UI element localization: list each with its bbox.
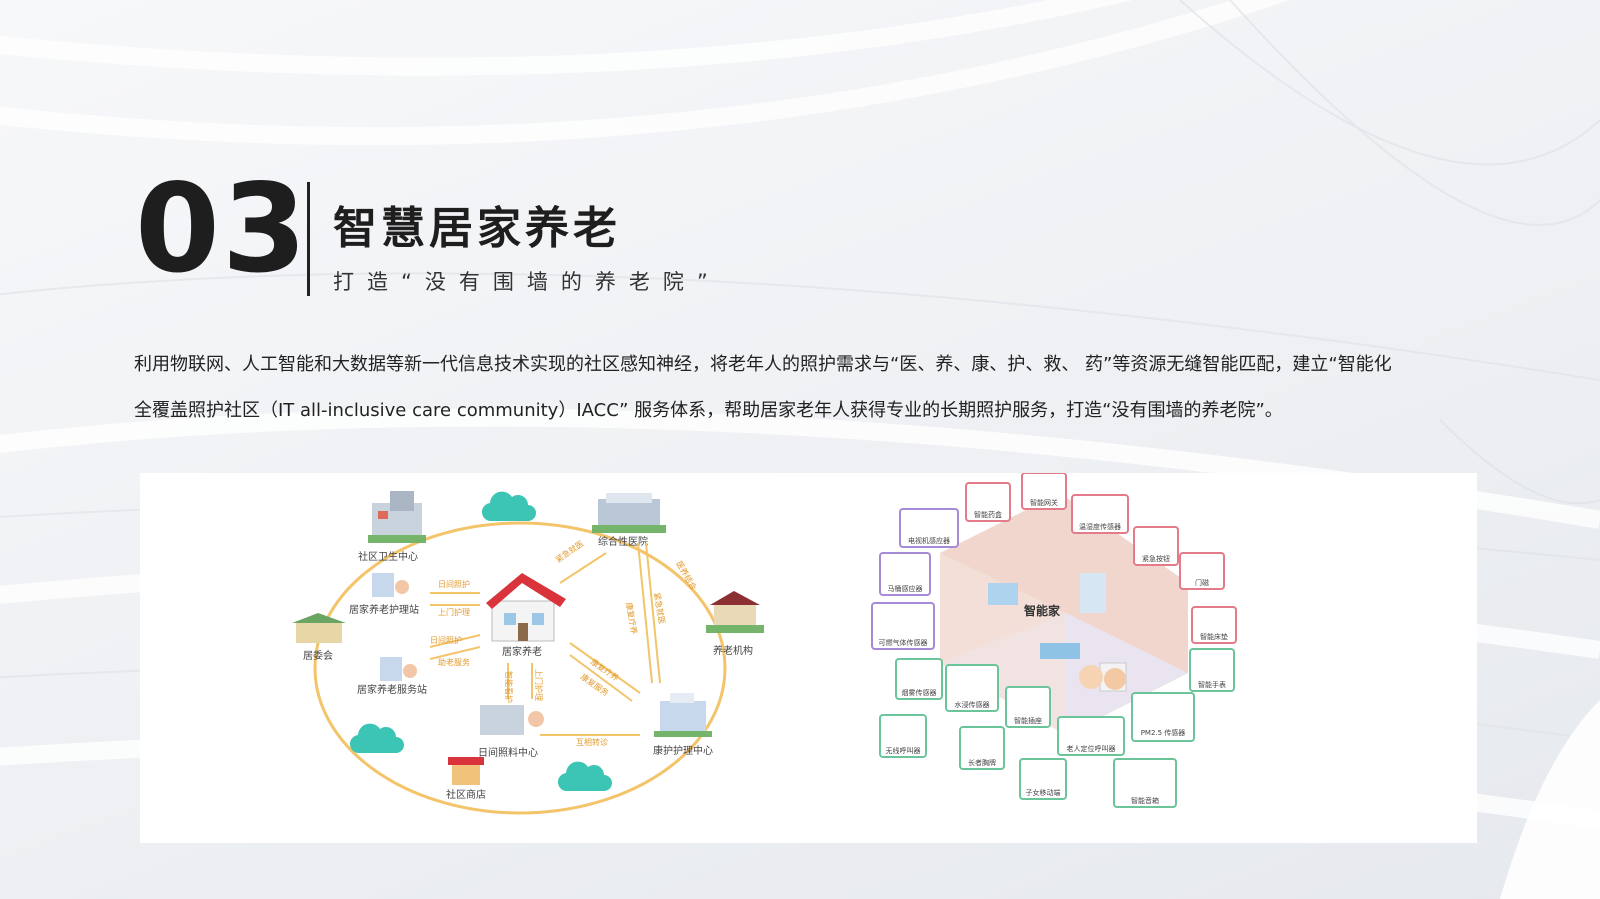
device-family-mobile: 子女移动端 <box>1019 758 1067 800</box>
center-label: 居家养老 <box>502 645 542 658</box>
rehab-center-icon <box>654 693 712 737</box>
svg-text:互相转诊: 互相转诊 <box>576 737 608 747</box>
svg-text:无线呼叫器: 无线呼叫器 <box>886 746 921 755</box>
diagram-panel: 居家养老 社区卫生中心 综合性医院 养老机构 <box>140 473 1477 843</box>
svg-text:日间照护: 日间照护 <box>430 635 462 645</box>
cloud-icon <box>557 761 612 792</box>
device-elder-badge: 长者胸牌 <box>959 726 1005 770</box>
care-ring <box>313 521 727 815</box>
cloud-icon <box>481 491 536 522</box>
device-tv-sensor: 电视机感应器 <box>899 508 959 548</box>
svg-text:紧急按钮: 紧急按钮 <box>1142 554 1170 563</box>
general-hospital-icon <box>592 493 666 533</box>
svg-text:长者胸牌: 长者胸牌 <box>968 758 996 767</box>
device-smart-speaker: 智能音箱 <box>1113 758 1177 808</box>
node-neighborhood: 居委会 <box>303 649 333 662</box>
cloud-icon <box>349 723 404 754</box>
node-rehab-center: 康护护理中心 <box>653 744 713 757</box>
svg-text:智能床垫: 智能床垫 <box>1200 632 1228 641</box>
svg-text:老人定位呼叫器: 老人定位呼叫器 <box>1067 744 1116 753</box>
svg-text:日间照护: 日间照护 <box>438 579 470 589</box>
smart-home-label: 智能家 <box>1023 603 1061 618</box>
home-care-house-icon <box>486 573 566 642</box>
node-general-hospital: 综合性医院 <box>598 535 648 548</box>
svg-text:康复疗养: 康复疗养 <box>624 602 639 635</box>
svg-text:可燃气体传感器: 可燃气体传感器 <box>879 638 928 647</box>
device-smart-watch: 智能手表 <box>1189 648 1235 692</box>
svg-text:马桶感应器: 马桶感应器 <box>888 584 923 593</box>
device-gas-sensor: 可燃气体传感器 <box>871 602 935 650</box>
svg-text:紧急就医: 紧急就医 <box>553 538 585 565</box>
svg-text:智能手表: 智能手表 <box>1198 680 1226 689</box>
svg-text:烟雾传感器: 烟雾传感器 <box>902 688 937 697</box>
svg-text:门磁: 门磁 <box>1195 578 1209 587</box>
svg-text:助老服务: 助老服务 <box>438 657 470 667</box>
device-toilet-sensor: 马桶感应器 <box>879 552 931 596</box>
svg-text:智能网关: 智能网关 <box>1030 498 1058 507</box>
page-subtitle: 打造“没有围墙的养老院” <box>333 270 721 294</box>
description: 利用物联网、人工智能和大数据等新一代信息技术实现的社区感知神经，将老年人的照护需… <box>134 342 1474 434</box>
node-community-shop: 社区商店 <box>446 788 486 801</box>
device-elder-locator: 老人定位呼叫器 <box>1057 716 1125 756</box>
svg-text:电视机感应器: 电视机感应器 <box>908 536 950 545</box>
svg-text:智能药盒: 智能药盒 <box>974 510 1002 519</box>
device-smart-mattress: 智能床垫 <box>1191 606 1237 644</box>
node-care-station: 居家养老护理站 <box>349 603 419 616</box>
day-care-icon <box>480 705 544 735</box>
device-water-sensor: 水浸传感器 <box>945 664 999 712</box>
description-line-2: 全覆盖照护社区（IT all-inclusive care community）… <box>134 400 1283 421</box>
svg-text:水浸传感器: 水浸传感器 <box>955 700 990 709</box>
smart-home-diagram: 智能家 智能药盒 智能网关 温湿度传感器 电视机感应器 紧急按钮 门磁 马桶感应… <box>871 473 1237 808</box>
device-pm25-sensor: PM2.5 传感器 <box>1131 692 1195 742</box>
device-smart-gateway: 智能网关 <box>1021 473 1067 510</box>
title-divider <box>307 182 310 296</box>
device-emergency-button: 紧急按钮 <box>1133 526 1179 566</box>
page-title: 智慧居家养老 <box>333 203 621 254</box>
care-station-icon <box>372 573 409 597</box>
link-labels: 日间照护 上门护理 日间照护 助老服务 紧急就医 医养结合 康复疗养 紧急就医 … <box>430 538 699 747</box>
community-care-diagram: 居家养老 社区卫生中心 综合性医院 养老机构 <box>292 491 764 815</box>
node-community-health: 社区卫生中心 <box>358 550 418 563</box>
node-service-station: 居家养老服务站 <box>357 683 427 696</box>
diagram-canvas: 居家养老 社区卫生中心 综合性医院 养老机构 <box>292 473 1237 815</box>
link-arrows <box>429 542 661 736</box>
svg-text:智能音箱: 智能音箱 <box>1131 796 1159 805</box>
svg-text:智能看护: 智能看护 <box>504 671 514 703</box>
node-nursing-org: 养老机构 <box>713 644 753 657</box>
description-line-1: 利用物联网、人工智能和大数据等新一代信息技术实现的社区感知神经，将老年人的照护需… <box>134 354 1392 375</box>
section-number: 03 <box>135 158 309 300</box>
svg-text:上门护理: 上门护理 <box>438 607 470 617</box>
svg-text:上门护理: 上门护理 <box>534 669 544 701</box>
hospital-building-icon <box>368 491 426 543</box>
shop-icon <box>448 757 484 785</box>
svg-text:PM2.5 传感器: PM2.5 传感器 <box>1141 728 1186 737</box>
device-temp-humidity-sensor: 温湿度传感器 <box>1071 494 1129 534</box>
node-day-care: 日间照料中心 <box>478 746 538 759</box>
committee-building-icon <box>292 613 346 643</box>
device-smoke-sensor: 烟雾传感器 <box>895 658 943 700</box>
device-smart-pillbox: 智能药盒 <box>965 482 1011 522</box>
svg-text:智能插座: 智能插座 <box>1014 716 1042 725</box>
device-smart-plug: 智能插座 <box>1005 686 1051 728</box>
nursing-home-icon <box>706 591 764 633</box>
service-station-icon <box>380 657 417 681</box>
device-door-sensor: 门磁 <box>1179 552 1225 590</box>
svg-text:子女移动端: 子女移动端 <box>1026 788 1061 797</box>
svg-text:温湿度传感器: 温湿度传感器 <box>1079 522 1121 531</box>
smart-home-cutaway-icon <box>940 493 1188 735</box>
device-wireless-caller: 无线呼叫器 <box>879 714 927 758</box>
